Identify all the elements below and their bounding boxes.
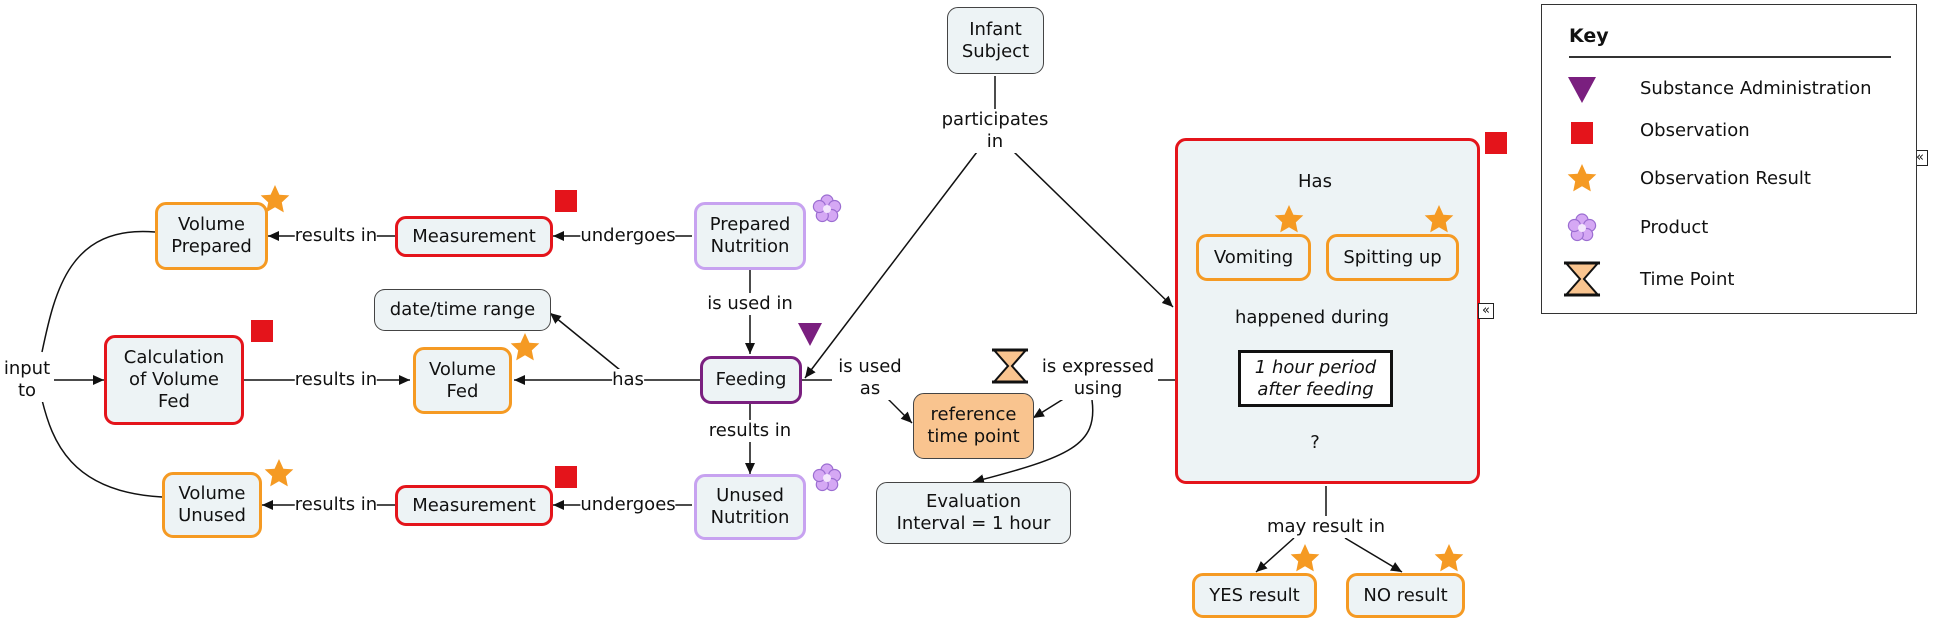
measurement-bottom-node[interactable]: Measurement <box>395 485 553 526</box>
input-to-label: input to <box>3 358 51 402</box>
substance-administration-triangle-icon <box>798 323 822 346</box>
may-result-in-label: may result in <box>1267 516 1385 538</box>
is-used-as-label: is used as <box>838 356 902 400</box>
results-in-label: results in <box>294 225 378 247</box>
question-label: ? <box>1310 432 1320 453</box>
edge-volume-unused-input <box>41 399 163 498</box>
edge-feeding-has-date-range <box>549 312 621 371</box>
infant-subject-node[interactable]: Infant Subject <box>947 7 1044 74</box>
substance-administration-triangle-icon <box>1568 77 1596 103</box>
undergoes-label: undergoes <box>580 494 676 516</box>
edge-volume-prepared-input <box>41 230 156 353</box>
participates-in-label: participates in <box>941 109 1049 153</box>
key-item-time-point: Time Point <box>1640 269 1735 290</box>
time-point-hourglass-icon <box>1563 261 1601 297</box>
feeding-node[interactable]: Feeding <box>700 356 802 404</box>
calculation-volume-fed-node[interactable]: Calculation of Volume Fed <box>104 335 244 425</box>
results-in-label: results in <box>708 420 792 442</box>
edge-participates-to-container <box>1013 151 1174 308</box>
yes-result-node[interactable]: YES result <box>1192 573 1317 618</box>
undergoes-label: undergoes <box>580 225 676 247</box>
edge-expressed-to-evaluation <box>972 399 1094 485</box>
happened-during-label: happened during <box>1234 307 1390 328</box>
observation-square-icon <box>1485 132 1507 154</box>
edge-expressed-to-reference <box>1032 397 1066 419</box>
edge-used-as-reference <box>886 397 913 424</box>
key-item-substance-administration: Substance Administration <box>1640 78 1872 99</box>
spitting-up-node[interactable]: Spitting up <box>1326 234 1459 281</box>
observation-square-icon <box>555 190 577 212</box>
observation-square-icon <box>1571 122 1593 144</box>
is-expressed-using-label: is expressed using <box>1041 356 1155 400</box>
has-label: has <box>612 369 644 391</box>
edge-may-result-yes <box>1255 537 1295 573</box>
one-hour-period-node[interactable]: 1 hour period after feeding <box>1238 350 1393 407</box>
edge-may-result-no <box>1344 537 1403 573</box>
observation-result-star-icon <box>1424 205 1454 233</box>
product-flower-icon <box>1567 213 1597 242</box>
is-used-in-label: is used in <box>707 293 793 315</box>
prepared-nutrition-node[interactable]: Prepared Nutrition <box>694 202 806 270</box>
results-in-label: results in <box>294 369 378 391</box>
reference-time-point-node[interactable]: reference time point <box>913 393 1034 459</box>
key-divider <box>1569 56 1891 58</box>
observation-result-star-icon <box>1567 164 1597 192</box>
volume-prepared-node[interactable]: Volume Prepared <box>155 202 268 270</box>
collapse-icon[interactable]: « <box>1478 303 1494 319</box>
no-result-node[interactable]: NO result <box>1346 573 1465 618</box>
results-in-label: results in <box>294 494 378 516</box>
container-has-label: Has <box>1298 171 1332 192</box>
volume-fed-node[interactable]: Volume Fed <box>413 347 512 414</box>
volume-unused-node[interactable]: Volume Unused <box>162 472 262 538</box>
key-item-observation: Observation <box>1640 120 1750 141</box>
key-title: Key <box>1569 25 1609 47</box>
unused-nutrition-node[interactable]: Unused Nutrition <box>694 474 806 540</box>
observation-square-icon <box>555 466 577 488</box>
edge-participates-to-feeding <box>804 147 981 379</box>
observation-square-icon <box>251 320 273 342</box>
key-item-observation-result: Observation Result <box>1640 168 1811 189</box>
key-legend: Key Substance Administration Observation… <box>1541 4 1917 314</box>
observation-container[interactable] <box>1175 138 1480 484</box>
measurement-top-node[interactable]: Measurement <box>395 216 553 257</box>
evaluation-interval-node[interactable]: Evaluation Interval = 1 hour <box>876 482 1071 544</box>
observation-result-star-icon <box>1274 205 1304 233</box>
date-time-range-node[interactable]: date/time range <box>374 289 551 331</box>
vomiting-node[interactable]: Vomiting <box>1196 234 1311 281</box>
key-item-product: Product <box>1640 217 1709 238</box>
